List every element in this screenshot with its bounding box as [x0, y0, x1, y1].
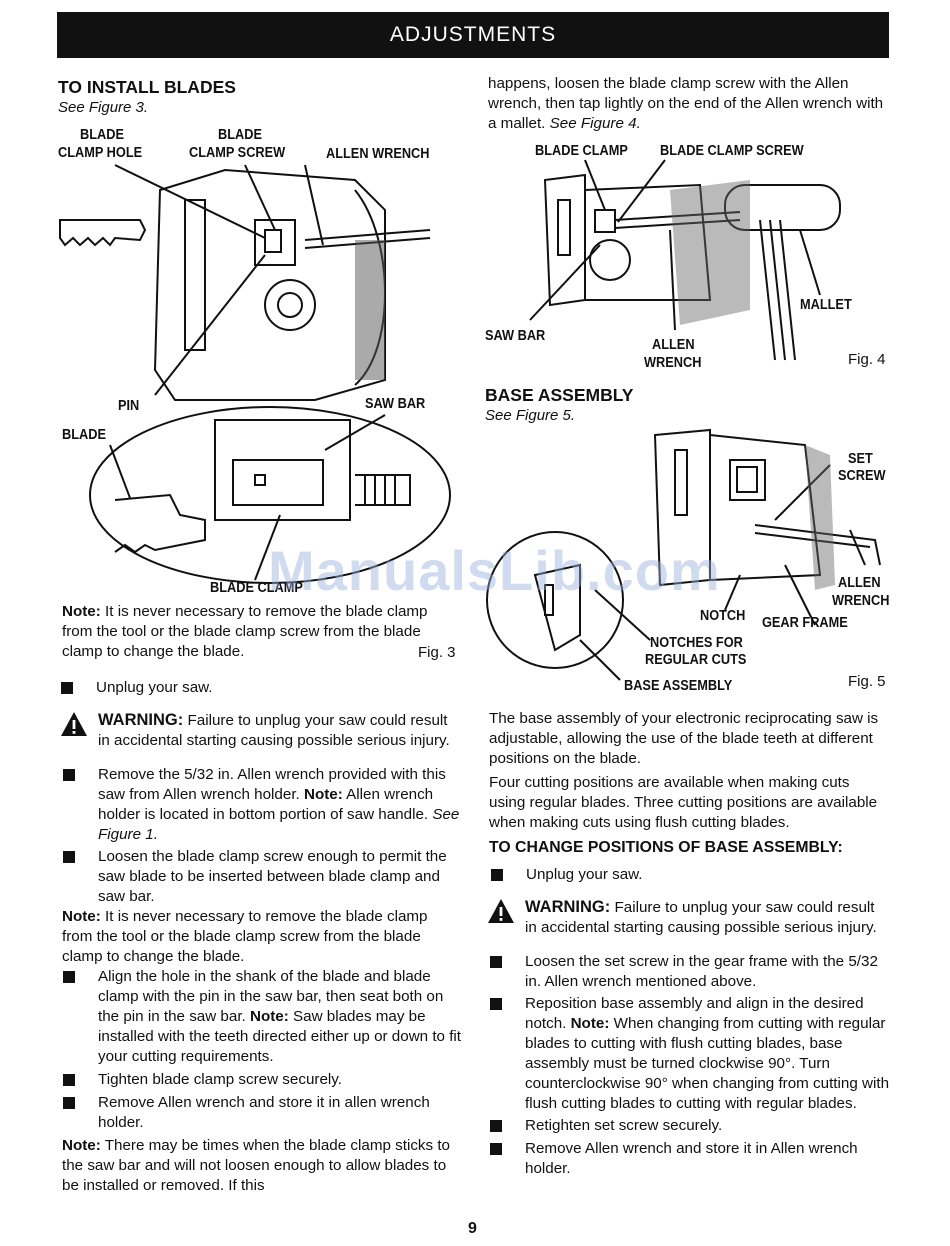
fig4-label-mallet: MALLET	[800, 297, 852, 313]
figure-4-illustration	[529, 159, 841, 361]
bullet-remove-wrench-a: Remove the 5/32 in. Allen wrench provide…	[98, 766, 446, 803]
warning-text-right: Failure to unplug your saw could result …	[525, 899, 877, 936]
bullet-tighten: Tighten blade clamp screw securely.	[62, 1070, 462, 1090]
heading-base-assembly: BASE ASSEMBLY	[485, 385, 634, 405]
warning-title-right: WARNING:	[525, 898, 611, 916]
figure-5-illustration	[486, 428, 881, 681]
continued-see: See Figure 4.	[549, 115, 641, 132]
bullet-store-left: Remove Allen wrench and store it in alle…	[62, 1093, 462, 1133]
bullet-reposition-a: Reposition base assembly and align in th…	[525, 995, 864, 1032]
bullet-reposition-b: When changing from cutting with regular …	[525, 1015, 890, 1112]
fig5-label-notch: NOTCH	[700, 608, 746, 624]
note-1-label: Note:	[62, 603, 101, 620]
note-1-text: It is never necessary to remove the blad…	[62, 603, 428, 660]
note-2-text: It is never necessary to remove the blad…	[62, 908, 428, 965]
note-2: Note: It is never necessary to remove th…	[62, 907, 462, 967]
see-figure-3: See Figure 3.	[58, 99, 149, 116]
bullet-remove-wrench-see: See Figure 1.	[98, 806, 460, 843]
note-3-label: Note:	[62, 1137, 101, 1154]
fig5-label-set-2: SCREW	[838, 468, 886, 484]
fig5-label-allen-2: WRENCH	[832, 593, 890, 609]
warning-right: WARNING: Failure to unplug your saw coul…	[488, 897, 889, 938]
fig3-label-blade-clamp-hole-1: BLADE	[80, 127, 124, 143]
note-3-text: There may be times when the blade clamp …	[62, 1137, 451, 1194]
warning-left: WARNING: Failure to unplug your saw coul…	[61, 710, 462, 751]
bullet-reposition-note: Note:	[570, 1015, 610, 1032]
fig3-label-blade-clamp-screw-2: CLAMP SCREW	[189, 145, 286, 161]
fig3-label-blade-clamp-screw-1: BLADE	[218, 127, 262, 143]
fig4-label-saw-bar: SAW BAR	[485, 328, 546, 344]
fig4-label-blade-clamp-screw: BLADE CLAMP SCREW	[660, 143, 804, 159]
para-cutting-positions: Four cutting positions are available whe…	[489, 774, 878, 831]
page-number: 9	[468, 1220, 477, 1237]
bullet-remove-wrench-note: Note:	[303, 786, 343, 803]
warning-icon	[61, 712, 87, 736]
bullet-remove-wrench: Remove the 5/32 in. Allen wrench provide…	[62, 765, 462, 845]
fig-4-caption: Fig. 4	[848, 351, 886, 368]
bullet-loosen-set-screw: Loosen the set screw in the gear frame w…	[489, 952, 889, 992]
fig5-label-set-1: SET	[848, 451, 873, 467]
figure-3-illustration	[59, 164, 451, 584]
warning-icon	[488, 899, 514, 923]
heading-install-blades: TO INSTALL BLADES	[58, 77, 236, 97]
right-column-top: happens, loosen the blade clamp screw wi…	[488, 74, 888, 134]
bullet-unplug-right: Unplug your saw.	[490, 865, 889, 885]
fig3-label-allen-wrench: ALLEN WRENCH	[326, 146, 430, 162]
bullet-align-note: Note:	[249, 1008, 289, 1025]
fig3-label-blade: BLADE	[62, 427, 106, 443]
fig5-label-notches-2: REGULAR CUTS	[645, 652, 747, 668]
fig3-label-blade-clamp: BLADE CLAMP	[210, 580, 303, 596]
fig3-label-saw-bar: SAW BAR	[365, 396, 426, 412]
fig3-label-pin: PIN	[118, 398, 140, 414]
fig3-label-blade-clamp-hole-2: CLAMP HOLE	[58, 145, 143, 161]
bullet-remove-wrench-b: Allen wrench holder is located in bottom…	[98, 786, 434, 823]
note-2-label: Note:	[62, 908, 101, 925]
bullet-loosen-left: Loosen the blade clamp screw enough to p…	[62, 847, 462, 907]
warning-title-left: WARNING:	[98, 711, 184, 729]
fig4-label-blade-clamp: BLADE CLAMP	[535, 143, 628, 159]
left-column-top: TO INSTALL BLADES See Figure 3.	[58, 76, 468, 118]
continued-text: happens, loosen the blade clamp screw wi…	[488, 74, 888, 134]
warning-text-left: Failure to unplug your saw could result …	[98, 712, 450, 749]
bullet-reposition: Reposition base assembly and align in th…	[489, 994, 889, 1114]
left-column-body: Note: It is never necessary to remove th…	[60, 602, 462, 1196]
right-column-body: The base assembly of your electronic rec…	[488, 709, 889, 1179]
bullet-store-right: Remove Allen wrench and store it in Alle…	[489, 1139, 889, 1179]
see-figure-5: See Figure 5.	[485, 407, 576, 424]
heading-change-positions: TO CHANGE POSITIONS OF BASE ASSEMBLY:	[489, 839, 843, 856]
bullet-align-b: Saw blades may be installed with the tee…	[98, 1008, 462, 1065]
section-header: ADJUSTMENTS	[57, 12, 889, 58]
bullet-align: Align the hole in the shank of the blade…	[62, 967, 462, 1067]
base-assembly-heading-block: BASE ASSEMBLY See Figure 5.	[485, 384, 885, 426]
fig-3-caption: Fig. 3	[418, 644, 456, 661]
continued-text-a: happens, loosen the blade clamp screw wi…	[488, 75, 884, 132]
bullet-unplug-left: Unplug your saw.	[60, 678, 462, 698]
fig5-label-base-assembly: BASE ASSEMBLY	[624, 678, 733, 694]
note-3: Note: There may be times when the blade …	[62, 1136, 462, 1196]
fig5-label-notches-1: NOTCHES FOR	[650, 635, 743, 651]
watermark: ManualsLib.com	[268, 539, 721, 602]
fig4-label-allen-2: WRENCH	[644, 355, 702, 371]
bullet-retighten: Retighten set screw securely.	[489, 1116, 889, 1136]
fig5-label-gear-frame: GEAR FRAME	[762, 615, 848, 631]
note-1: Note: It is never necessary to remove th…	[62, 602, 462, 662]
fig5-label-allen-1: ALLEN	[838, 575, 881, 591]
para-base-adjustable: The base assembly of your electronic rec…	[489, 710, 879, 767]
fig4-label-allen-1: ALLEN	[652, 337, 695, 353]
fig-5-caption: Fig. 5	[848, 673, 886, 690]
bullet-align-a: Align the hole in the shank of the blade…	[98, 968, 444, 1025]
